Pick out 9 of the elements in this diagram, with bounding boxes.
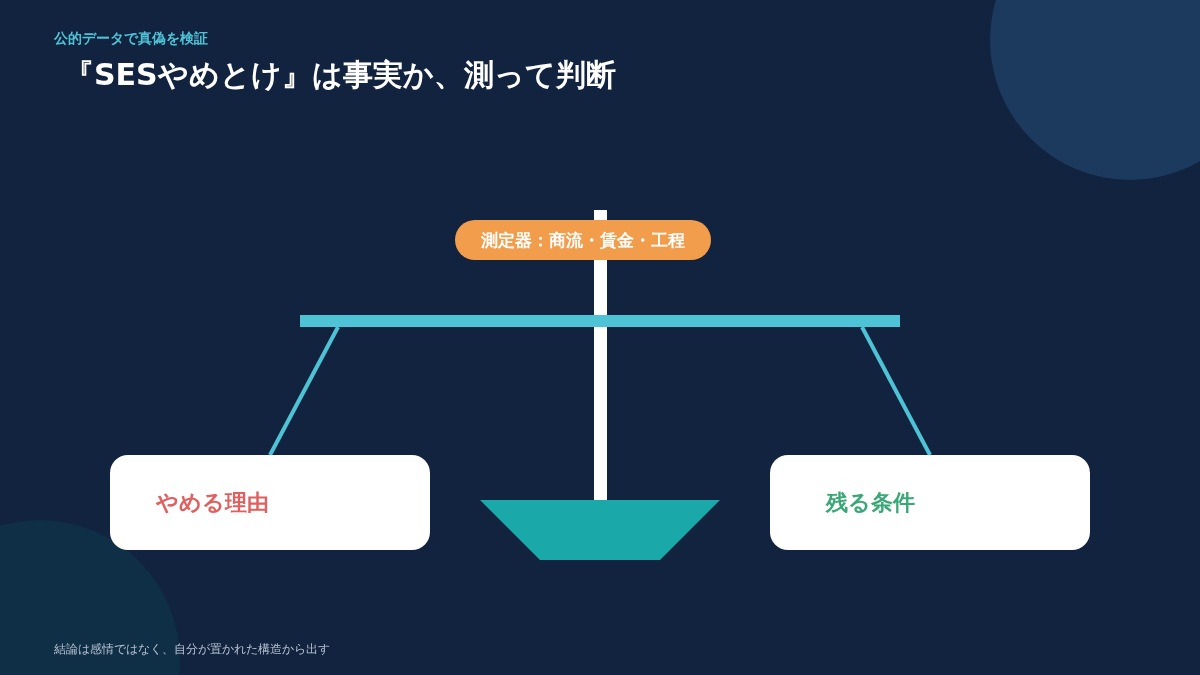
measure-pill: 測定器：商流・賃金・工程 bbox=[455, 220, 711, 260]
reason-card: やめる理由 bbox=[110, 455, 430, 550]
condition-card: 残る条件 bbox=[770, 455, 1090, 550]
hanger-line bbox=[860, 326, 932, 456]
subtitle: 公的データで真偽を検証 bbox=[54, 30, 208, 48]
footer-note: 結論は感情ではなく、自分が置かれた構造から出す bbox=[54, 641, 330, 658]
scale-beam bbox=[300, 315, 900, 327]
hanger-line bbox=[268, 326, 340, 456]
title: 『SESやめとけ』は事実か、測って判断 bbox=[64, 56, 616, 94]
